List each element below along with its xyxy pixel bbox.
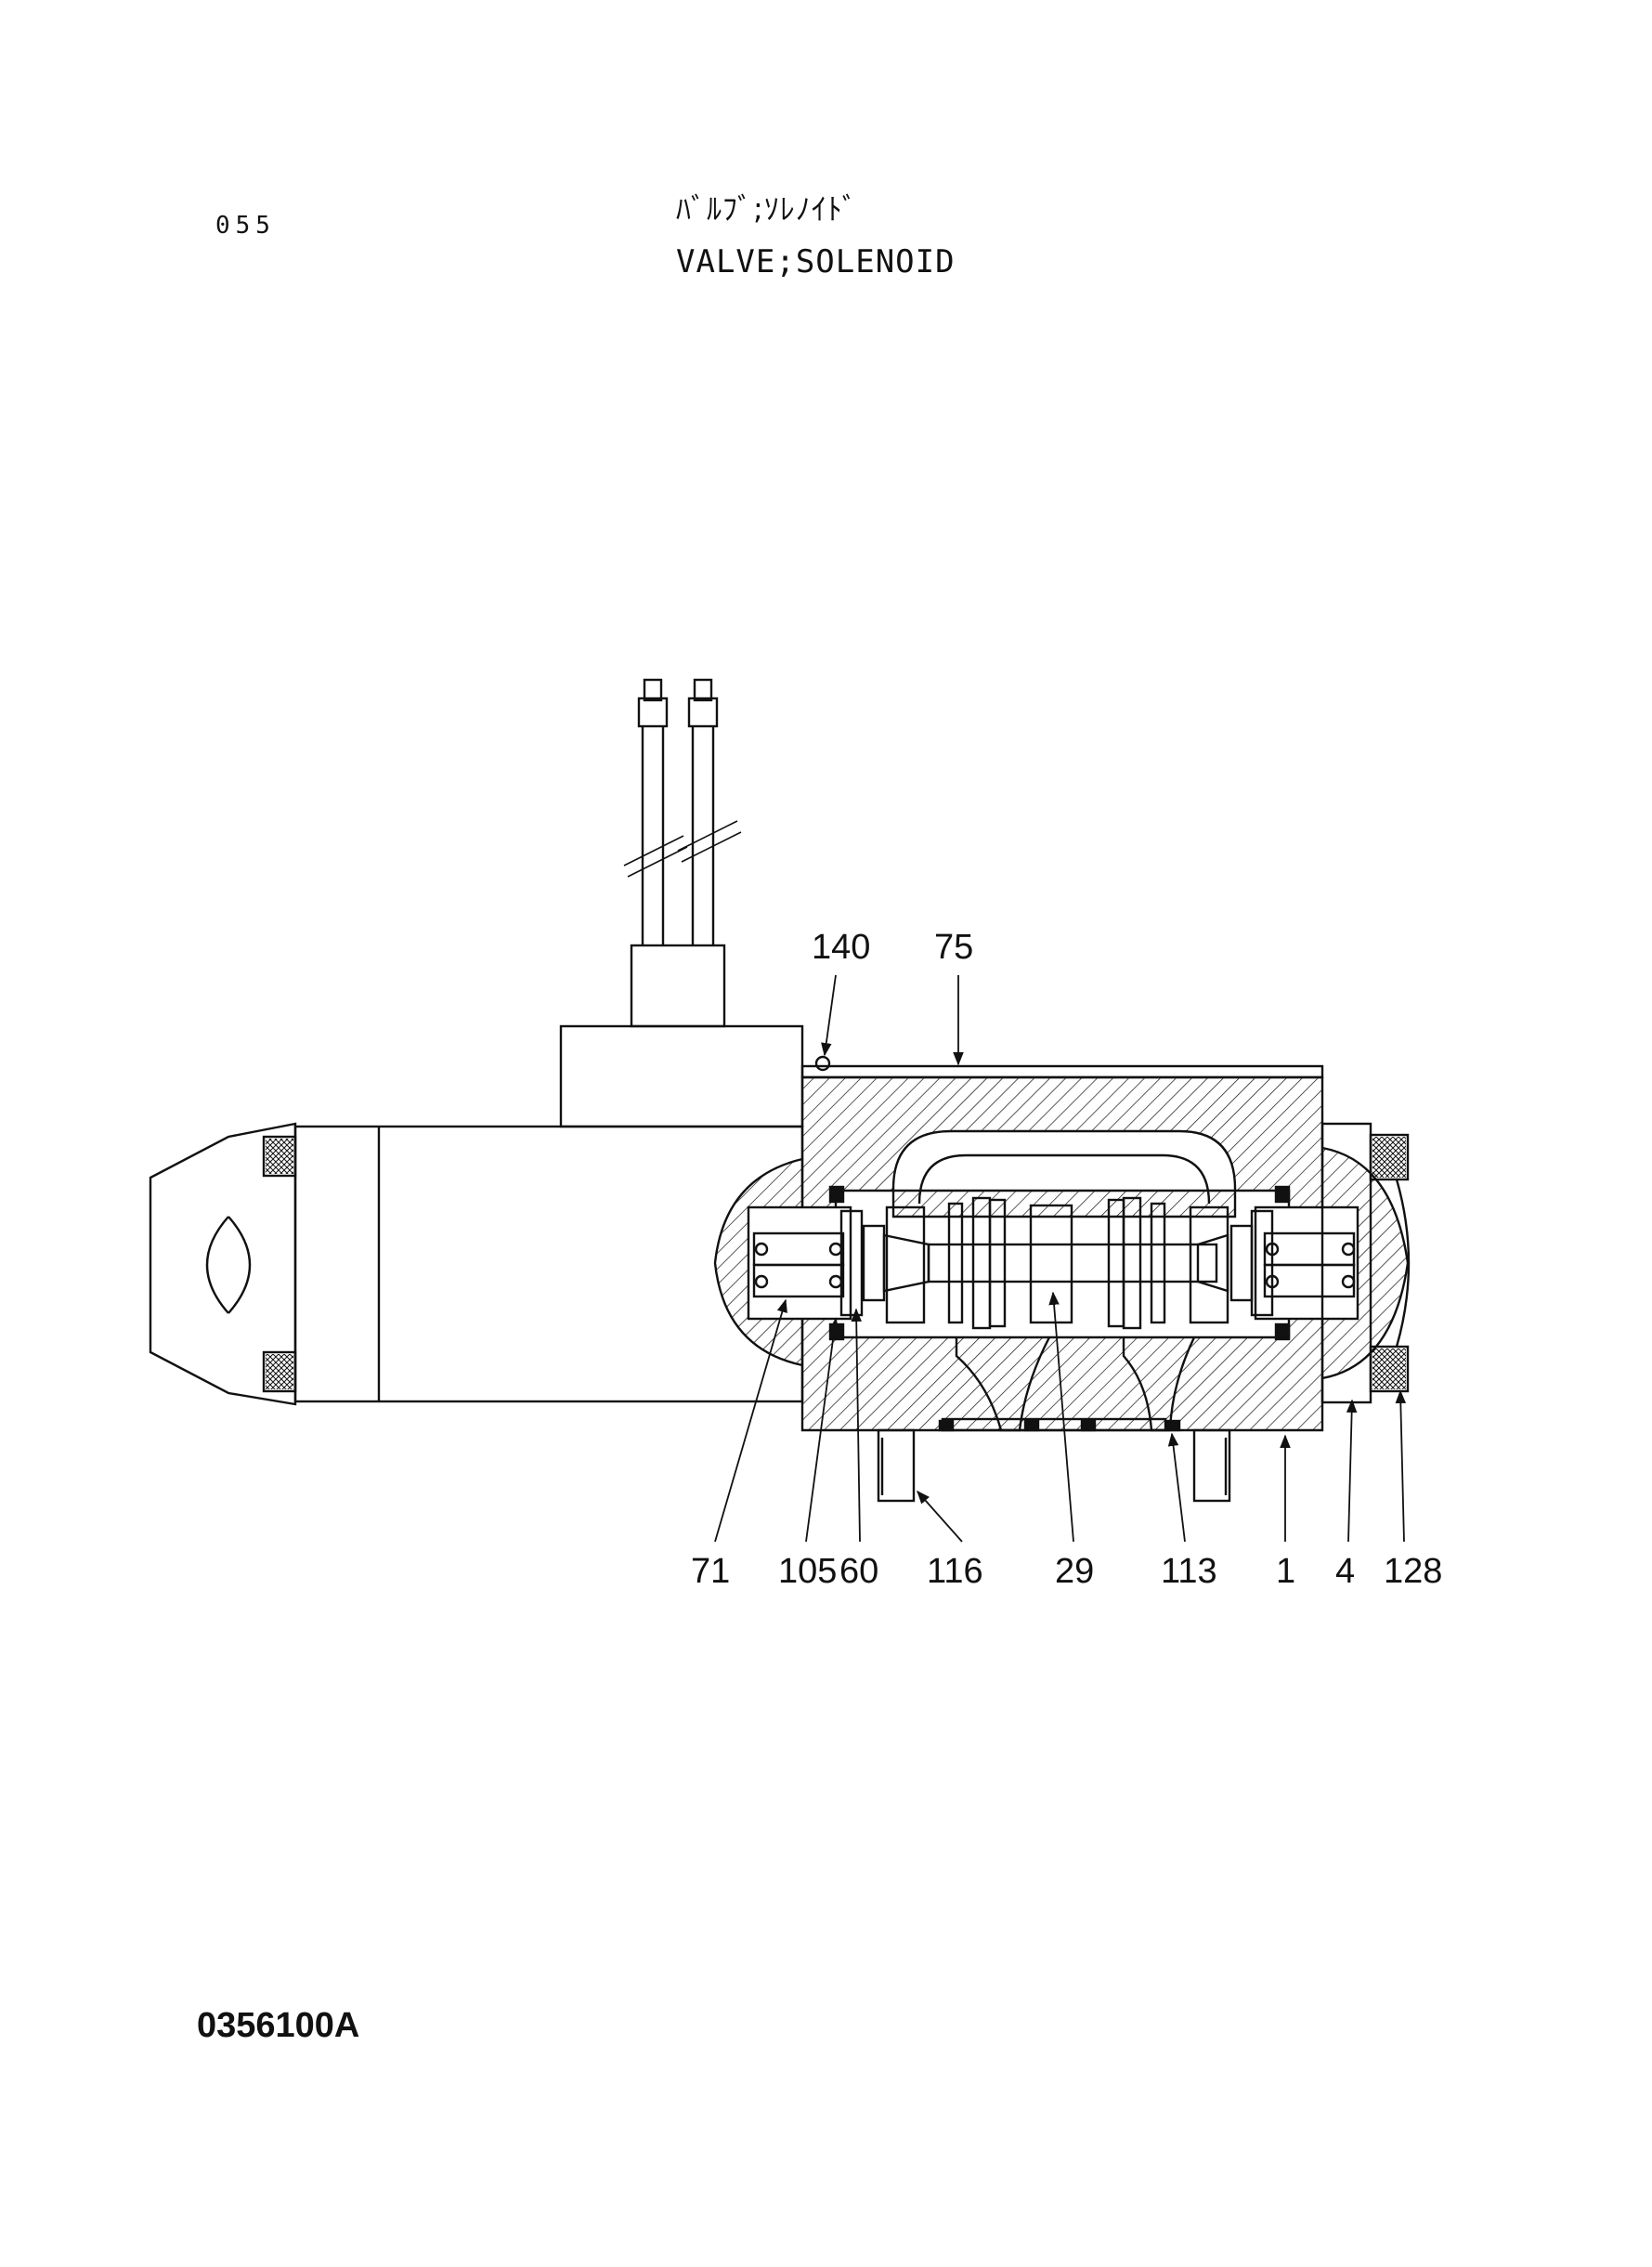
title-english: VALVE;SOLENOID: [676, 243, 956, 280]
connector-box: [559, 1024, 804, 1128]
callout-60: 60: [839, 1552, 878, 1591]
plug-top: [814, 1055, 831, 1072]
right-solenoid-piston: [1250, 1146, 1410, 1380]
title-japanese: ﾊﾞﾙﾌﾞ;ｿﾚﾉｲﾄﾞ: [676, 191, 858, 227]
leader-lines: [714, 974, 1407, 1543]
lead-wires: [623, 678, 742, 945]
callout-71: 71: [691, 1552, 730, 1591]
callout-29: 29: [1055, 1552, 1094, 1591]
callout-140: 140: [812, 928, 870, 967]
mounting-bolts: [877, 1428, 1231, 1503]
callout-128: 128: [1384, 1552, 1442, 1591]
right-end-cap: [1320, 1122, 1411, 1404]
callout-75: 75: [934, 928, 973, 967]
drawing-number: 0356100A: [197, 2006, 360, 2045]
left-solenoid-piston: [713, 1157, 864, 1367]
spool: [862, 1196, 1254, 1330]
valve-body: [800, 1075, 1324, 1432]
callout-113: 113: [1161, 1552, 1217, 1591]
callout-4: 4: [1335, 1552, 1355, 1591]
page-number: 055: [215, 212, 276, 240]
callout-105: 105: [778, 1552, 837, 1591]
wire-grommet: [630, 944, 726, 1028]
cover-plate: [800, 1064, 1324, 1079]
solenoid-end-cap: [149, 1122, 297, 1406]
callout-116: 116: [927, 1552, 983, 1591]
callout-1: 1: [1276, 1552, 1295, 1591]
